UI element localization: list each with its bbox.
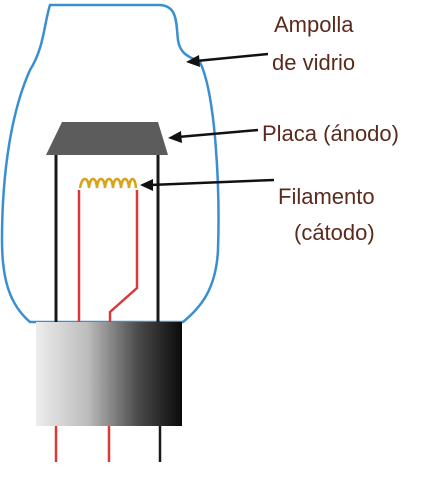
tube-base bbox=[36, 322, 182, 426]
arrow-bulb bbox=[186, 52, 269, 67]
label-bulb-line2: de vidrio bbox=[272, 50, 355, 75]
label-filament-line1: Filamento bbox=[278, 184, 375, 209]
glass-bulb bbox=[0, 3, 220, 324]
label-bulb-line1: Ampolla bbox=[274, 12, 354, 37]
filament-coil bbox=[78, 177, 138, 189]
label-plate: Placa (ánodo) bbox=[262, 121, 399, 146]
label-filament-line2: (cátodo) bbox=[294, 220, 375, 245]
arrow-filament bbox=[140, 178, 275, 191]
anode-plate bbox=[46, 122, 168, 155]
filament-lead-right bbox=[108, 190, 139, 322]
arrow-plate bbox=[168, 128, 259, 143]
